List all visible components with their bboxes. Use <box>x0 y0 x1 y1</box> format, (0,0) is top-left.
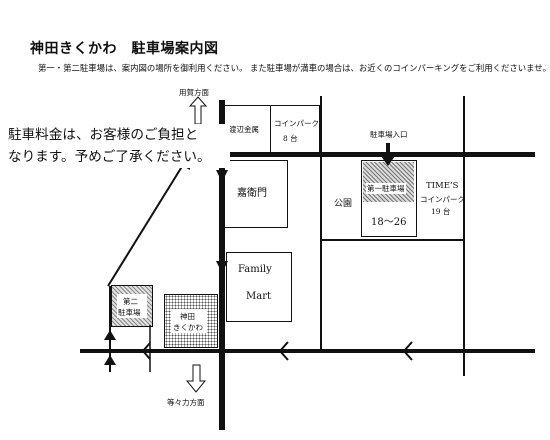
watanabe-label: 渡辺金属 <box>229 125 259 134</box>
first-parking-label: 第一駐車場 <box>366 183 406 194</box>
first-parking-hatch <box>363 162 414 202</box>
entrance-arrow-icon <box>381 156 395 166</box>
notice-line-2: なります。予めご了承ください。 <box>8 149 211 165</box>
up-arrow-icon <box>104 330 116 340</box>
left-arrow-icon-1 <box>278 341 289 361</box>
second-parking-label-1: 第二 <box>123 297 138 306</box>
entrance-label: 駐車場入口 <box>370 130 408 139</box>
kikukawa-label-2: きくかわ <box>173 323 203 332</box>
up-arrow-icon-2 <box>104 355 116 365</box>
first-parking-spaces: 18〜26 <box>371 217 407 228</box>
upper-road-horizontal <box>205 152 535 157</box>
times-label-1: TIME’S <box>426 181 459 191</box>
coin-park-8-count: 8 台 <box>283 134 298 143</box>
side-street-left <box>320 96 322 350</box>
familymart-block <box>226 252 292 322</box>
watanabe-block <box>224 105 272 153</box>
left-arrow-icon-2 <box>402 341 413 361</box>
parking-fee-notice: 駐車料金は、お客様のご負担と なります。予めご了承ください。 <box>8 124 230 168</box>
kaemon-block <box>224 160 288 228</box>
park-label: 公園 <box>334 199 353 209</box>
familymart-label-1: Family <box>238 264 272 275</box>
second-parking-label-2: 駐車場 <box>118 308 141 317</box>
second-parking-label-bg <box>117 294 147 318</box>
coin-park-8-label: コインパーク <box>274 119 319 128</box>
kikukawa-label-bg <box>171 309 207 333</box>
map-subtitle: 第一・第二駐車場は、案内図の場所を御利用ください。 また駐車場が満車の場合は、お… <box>38 63 550 73</box>
left-arrow-icon-3 <box>141 342 151 360</box>
notice-line-1: 駐車料金は、お客様のご負担と <box>8 127 199 143</box>
kikukawa-label-1: 神田 <box>180 312 195 321</box>
diagonal-road <box>107 159 187 287</box>
side-street-right <box>463 96 465 376</box>
lower-road-horizontal <box>80 349 535 353</box>
times-label-2: コインパーク <box>420 195 465 204</box>
down-arrow-icon-1 <box>216 170 228 182</box>
times-label-3: 19 台 <box>431 207 451 216</box>
kaemon-label: 嘉衛門 <box>237 188 267 199</box>
coin-park-8-block <box>270 105 320 153</box>
north-direction-label: 用賀方面 <box>179 88 209 97</box>
down-arrow-icon-2 <box>216 261 228 273</box>
south-hollow-arrow-icon <box>185 364 207 393</box>
map-title: 神田きくかわ 駐車場案内図 <box>30 41 219 57</box>
south-direction-label: 等々力方面 <box>167 398 205 407</box>
park-block-outline-top <box>322 239 464 241</box>
familymart-label-2: Mart <box>246 291 271 302</box>
north-hollow-arrow-icon <box>188 96 208 125</box>
